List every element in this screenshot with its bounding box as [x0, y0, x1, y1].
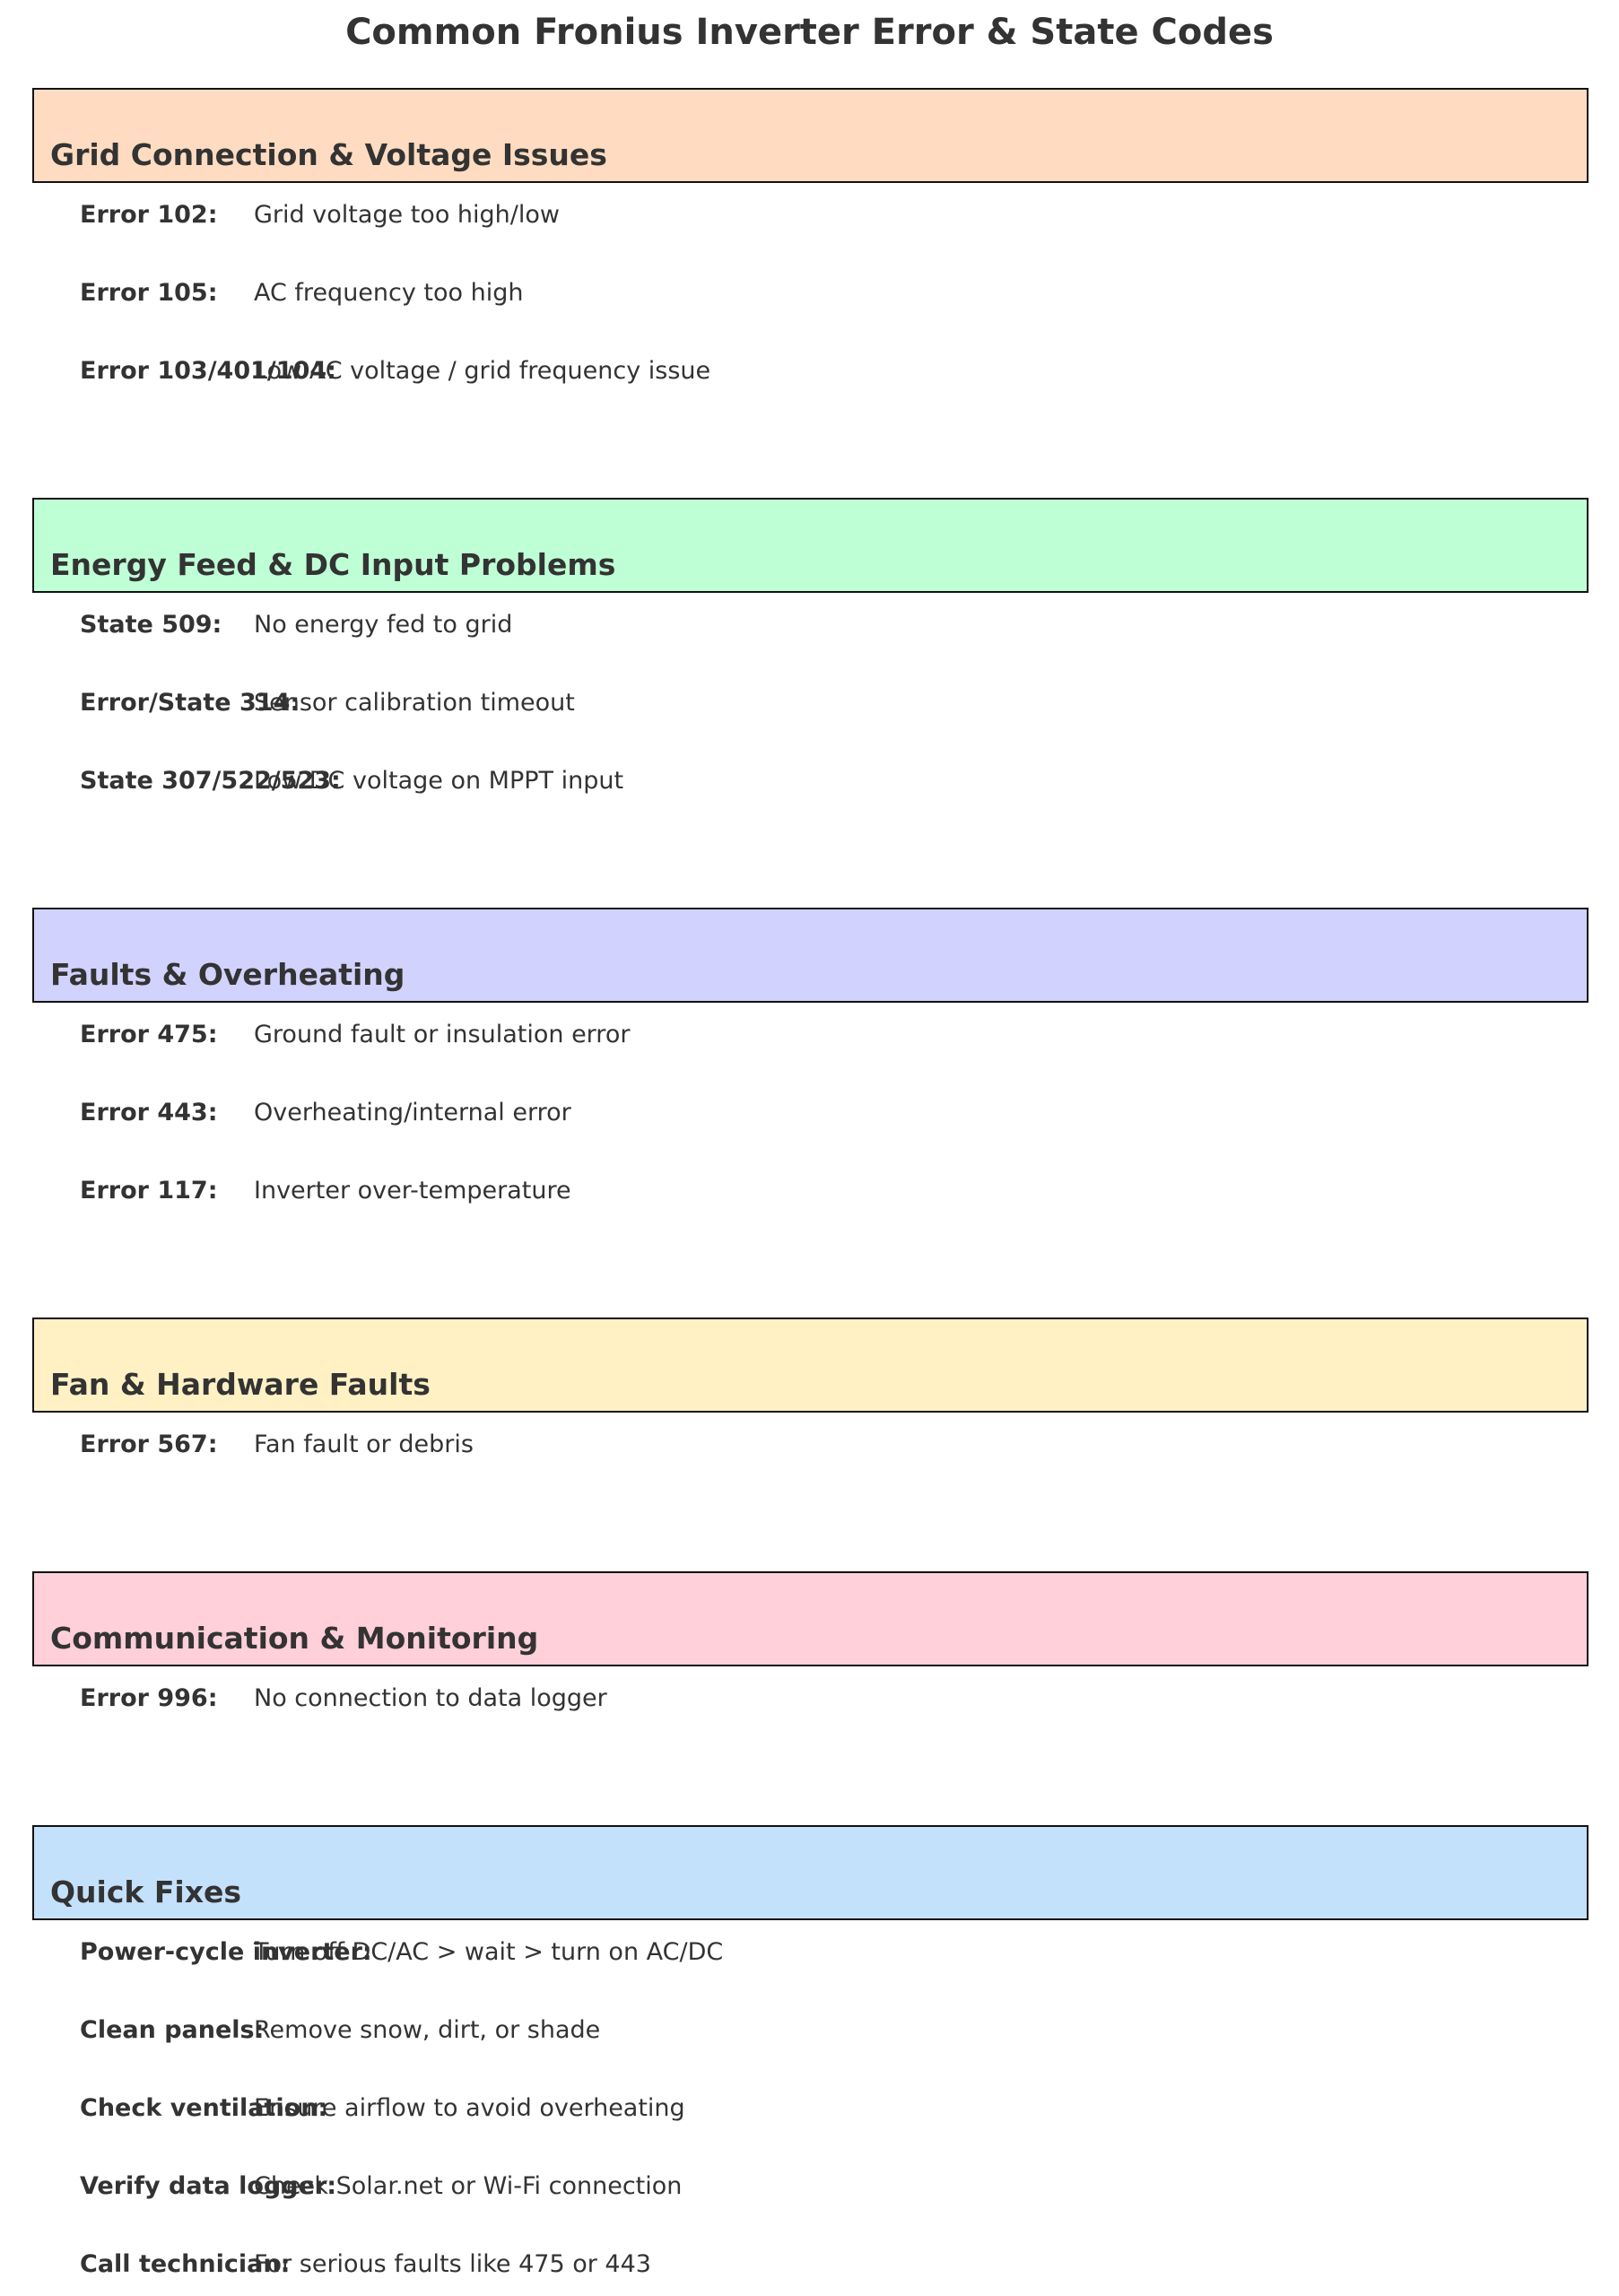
section-header-faults: Faults & Overheating — [32, 908, 1589, 1003]
item-description: Turn off DC/AC > wait > turn on AC/DC — [254, 1938, 724, 1966]
item-code: Error 443: — [80, 1099, 218, 1126]
item-code: Error/State 314: — [80, 689, 300, 717]
item-code: Error 103/401/104: — [80, 357, 336, 385]
item-code: Error 102: — [80, 201, 218, 229]
item-description: AC frequency too high — [254, 279, 524, 307]
section-title: Faults & Overheating — [50, 957, 405, 992]
section-header-communication: Communication & Monitoring — [32, 1571, 1589, 1666]
item-code: State 509: — [80, 611, 222, 639]
item-description: Ensure airflow to avoid overheating — [254, 2094, 685, 2122]
section-title: Communication & Monitoring — [50, 1621, 539, 1656]
section-title: Grid Connection & Voltage Issues — [50, 137, 607, 172]
list-item: Verify data logger: Check Solar.net or W… — [0, 2169, 1619, 2205]
list-item: State 307/522/523: Low DC voltage on MPP… — [0, 763, 1619, 799]
item-code: Error 475: — [80, 1021, 218, 1048]
section-header-energy: Energy Feed & DC Input Problems — [32, 498, 1589, 593]
list-item: Error 103/401/104: Low AC voltage / grid… — [0, 353, 1619, 389]
item-description: Low DC voltage on MPPT input — [254, 767, 624, 795]
item-code: Error 105: — [80, 279, 218, 307]
item-description: No energy fed to grid — [254, 611, 513, 639]
list-item: Check ventilation: Ensure airflow to avo… — [0, 2091, 1619, 2126]
item-description: Ground fault or insulation error — [254, 1021, 631, 1048]
item-description: Overheating/internal error — [254, 1099, 571, 1126]
item-code: Error 567: — [80, 1431, 218, 1458]
list-item: Error 102: Grid voltage too high/low — [0, 197, 1619, 233]
list-item: Call technician: For serious faults like… — [0, 2247, 1619, 2283]
section-header-quick-fixes: Quick Fixes — [32, 1825, 1589, 1920]
list-item: Error 105: AC frequency too high — [0, 275, 1619, 311]
item-code: State 307/522/523: — [80, 767, 341, 795]
list-item: Error/State 314: Sensor calibration time… — [0, 685, 1619, 721]
item-code: Error 117: — [80, 1177, 218, 1205]
item-code: Error 996: — [80, 1684, 218, 1712]
item-code: Clean panels: — [80, 2016, 265, 2044]
item-code: Verify data logger: — [80, 2172, 337, 2200]
item-description: Sensor calibration timeout — [254, 689, 575, 717]
list-item: Clean panels: Remove snow, dirt, or shad… — [0, 2013, 1619, 2048]
section-title: Quick Fixes — [50, 1874, 242, 1909]
list-item: Error 567: Fan fault or debris — [0, 1427, 1619, 1463]
section-title: Fan & Hardware Faults — [50, 1367, 431, 1402]
item-code: Check ventilation: — [80, 2094, 328, 2122]
list-item: Error 475: Ground fault or insulation er… — [0, 1017, 1619, 1053]
list-item: Error 117: Inverter over-temperature — [0, 1173, 1619, 1209]
item-description: Inverter over-temperature — [254, 1177, 571, 1205]
item-code: Call technician: — [80, 2250, 291, 2278]
list-item: State 509: No energy fed to grid — [0, 607, 1619, 643]
section-header-grid: Grid Connection & Voltage Issues — [32, 88, 1589, 183]
item-description: No connection to data logger — [254, 1684, 607, 1712]
item-description: Remove snow, dirt, or shade — [254, 2016, 601, 2044]
list-item: Error 443: Overheating/internal error — [0, 1095, 1619, 1131]
page-title: Common Fronius Inverter Error & State Co… — [345, 12, 1274, 53]
section-title: Energy Feed & DC Input Problems — [50, 547, 616, 582]
item-description: For serious faults like 475 or 443 — [254, 2250, 651, 2278]
list-item: Power-cycle inverter: Turn off DC/AC > w… — [0, 1935, 1619, 1970]
list-item: Error 996: No connection to data logger — [0, 1681, 1619, 1717]
item-description: Check Solar.net or Wi-Fi connection — [254, 2172, 683, 2200]
item-description: Low AC voltage / grid frequency issue — [254, 357, 711, 385]
section-header-fan: Fan & Hardware Faults — [32, 1318, 1589, 1413]
item-description: Grid voltage too high/low — [254, 201, 560, 229]
item-description: Fan fault or debris — [254, 1431, 474, 1458]
item-code: Power-cycle inverter: — [80, 1938, 372, 1966]
